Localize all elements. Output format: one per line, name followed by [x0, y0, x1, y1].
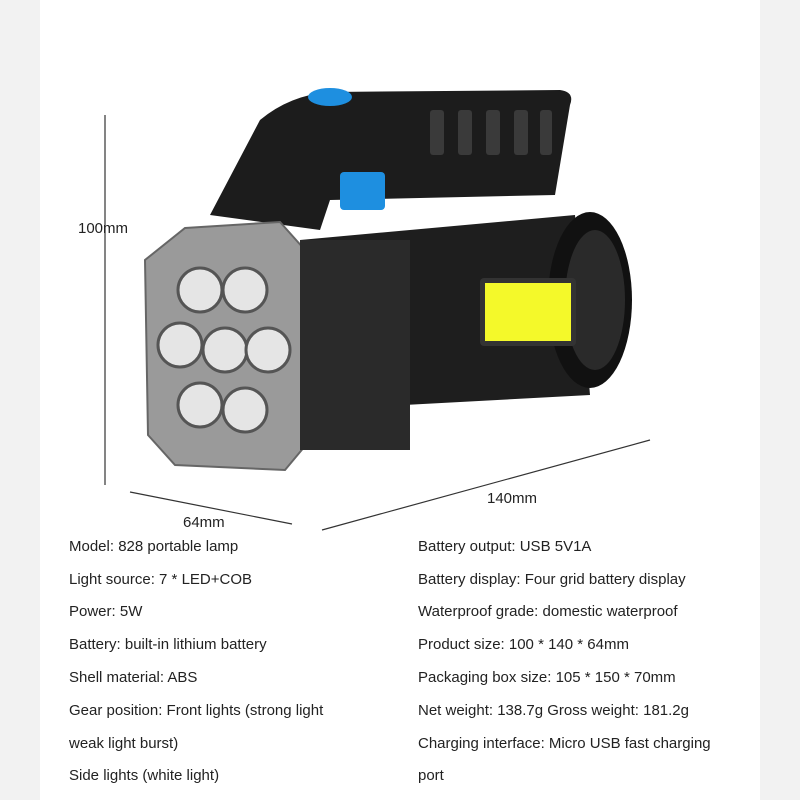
spec-item: Shell material: ABS — [69, 669, 198, 686]
spec-item: Product size: 100 * 140 * 64mm — [418, 636, 629, 653]
handle — [210, 90, 572, 230]
cob-light — [485, 283, 571, 341]
flashlight-illustration — [104, 88, 651, 531]
led-array — [156, 266, 292, 434]
spec-item: Charging interface: Micro USB fast charg… — [418, 735, 711, 752]
dimension-lines — [104, 115, 651, 531]
width-dimension-line — [129, 491, 293, 525]
spec-item: Model: 828 portable lamp — [69, 538, 239, 555]
head-collar — [300, 240, 410, 450]
length-dimension-line — [321, 439, 651, 531]
spec-item: Battery display: Four grid battery displ… — [418, 571, 686, 588]
blue-clip — [340, 172, 385, 210]
length-label: 140mm — [487, 490, 538, 507]
width-label: 64mm — [183, 514, 225, 531]
spec-item: weak light burst) — [69, 735, 179, 752]
tail-cap-inner — [565, 230, 625, 370]
handle-grips — [430, 110, 552, 155]
spec-item: Gear position: Front lights (strong ligh… — [69, 702, 324, 719]
power-button — [308, 88, 352, 106]
spec-item: Battery: built-in lithium battery — [69, 636, 267, 653]
spec-item: Power: 5W — [69, 603, 143, 620]
spec-item: Battery output: USB 5V1A — [418, 538, 592, 555]
left-margin — [0, 0, 40, 800]
spec-item: Waterproof grade: domestic waterproof — [418, 603, 678, 620]
spec-item: Packaging box size: 105 * 150 * 70mm — [418, 669, 676, 686]
height-label: 100mm — [78, 220, 129, 237]
spec-item: Side lights (white light) — [69, 767, 220, 784]
right-margin — [760, 0, 800, 800]
spec-item: Light source: 7 * LED+COB — [69, 571, 253, 588]
spec-item: port — [418, 767, 444, 784]
spec-item: Net weight: 138.7g Gross weight: 181.2g — [418, 702, 689, 719]
